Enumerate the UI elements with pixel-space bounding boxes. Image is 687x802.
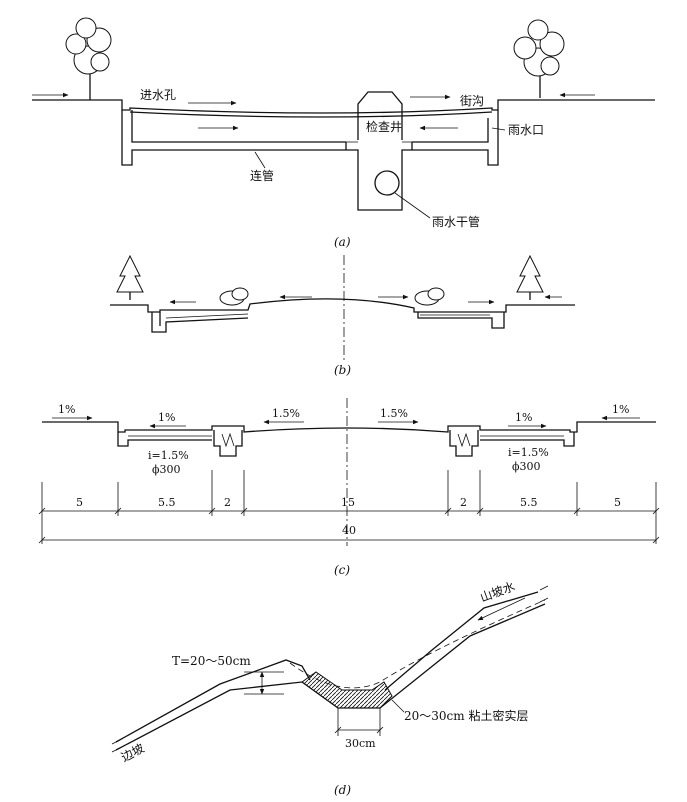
pipe-left-diameter: ϕ300 [152,463,181,476]
label-clay-layer: 20～30cm 粘土密实层 [404,708,528,723]
label-rain-inlet: 雨水口 [508,123,544,137]
tree-icon [516,254,544,300]
caption-b: (b) [334,363,351,377]
dim-4: 15 [341,496,355,509]
slope-sidewalk-left: 1% [158,411,175,424]
dim-6: 5.5 [520,496,538,509]
label-trunk: 雨水干管 [432,214,480,229]
label-gutter: 街沟 [460,94,484,108]
panel-a: 进水孔 街沟 检查井 雨水口 连管 雨水干管 (a) [32,17,655,249]
caption-c: (c) [334,563,350,577]
label-manhole: 检查井 [366,119,402,134]
label-side-slope: 边坡 [119,741,147,765]
label-inlet: 进水孔 [140,88,176,102]
label-hill-water: 山坡水 [478,579,517,604]
tree-icon [513,19,565,98]
dim-ticks [38,507,660,544]
label-thickness: T=20～50cm [172,654,251,668]
panel-b: (b) [110,254,575,377]
slope-road-right: 1.5% [380,407,408,420]
slope-outer-right: 1% [612,403,629,416]
tree-icon [116,254,144,300]
dim-5: 2 [460,496,467,509]
label-ditch-width: 30cm [345,737,376,750]
dim-total: 40 [342,524,356,537]
panel-c: 1% 1% 1.5% 1.5% 1% 1% i=1.5% ϕ300 i=1.5%… [38,398,660,577]
panel-d: 山坡水 T=20～50cm 20～30cm 粘土密实层 30cm 边坡 (d) [111,579,549,797]
shrub-icon [219,287,249,306]
dim-3: 2 [224,496,231,509]
dim-2: 5.5 [158,496,176,509]
pipe-right-slope: i=1.5% [508,446,549,459]
label-connector: 连管 [250,168,274,183]
pipe-left-slope: i=1.5% [148,449,189,462]
shrub-icon [414,287,445,306]
caption-d: (d) [334,783,351,797]
trunk-pipe [374,170,400,196]
tree-icon [65,17,112,100]
caption-a: (a) [334,235,351,249]
clay-lining [301,671,393,709]
slope-outer-left: 1% [58,403,75,416]
dim-7: 5 [614,496,621,509]
pipe-right-diameter: ϕ300 [512,460,541,473]
dim-1: 5 [76,496,83,509]
slope-sidewalk-right: 1% [515,411,532,424]
slope-road-left: 1.5% [272,407,300,420]
